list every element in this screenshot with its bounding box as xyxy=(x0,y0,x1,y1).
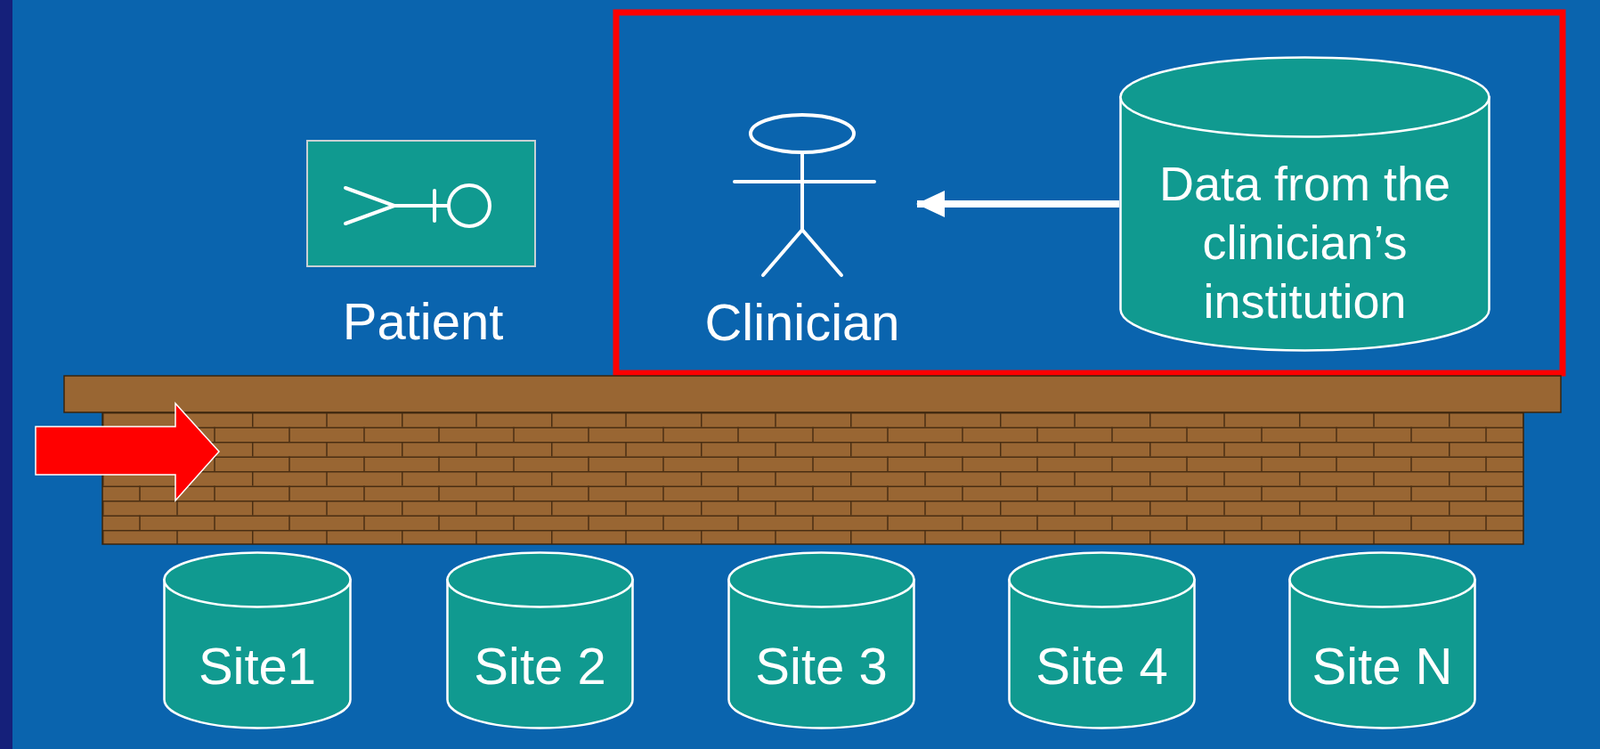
text-holder: Data from the clinician’s institution xyxy=(1131,138,1479,347)
database-cylinder: Site 2 xyxy=(446,551,634,730)
actor-label: Patient xyxy=(342,290,504,353)
text-holder: Site 2 xyxy=(458,608,622,724)
database-label: Site1 xyxy=(198,636,317,696)
pointer-arrow xyxy=(35,403,220,501)
actor-symbol xyxy=(308,141,538,269)
text-holder: Site 3 xyxy=(739,608,903,724)
data-flow-arrow xyxy=(917,200,1120,208)
stick-figure-lines xyxy=(734,114,875,276)
actor-box: Patient xyxy=(306,139,537,268)
brick-wall xyxy=(102,412,1524,545)
actor-label: Clinician xyxy=(704,291,900,354)
text-holder: Patient xyxy=(254,290,592,353)
cylinder-top xyxy=(1120,57,1490,138)
stick-figure xyxy=(687,111,918,281)
cylinder-top xyxy=(1009,552,1195,608)
database-label: Site 3 xyxy=(755,636,887,696)
database-cylinder: Site 4 xyxy=(1007,551,1196,730)
cylinder-top xyxy=(1290,552,1476,608)
database-cylinder: Site N xyxy=(1288,551,1477,730)
wall-cap xyxy=(64,375,1561,413)
cylinder-top xyxy=(729,552,915,608)
text-holder: Clinician xyxy=(633,291,971,354)
database-label: Site 2 xyxy=(473,636,606,696)
database-label: Site 4 xyxy=(1035,636,1168,696)
text-holder: Site 4 xyxy=(1020,608,1184,724)
database-cylinder: Site 3 xyxy=(727,551,916,730)
highlight-frame xyxy=(616,12,1563,374)
database-cylinder: Data from the clinician’s institution xyxy=(1119,56,1491,352)
database-label: Site N xyxy=(1312,636,1454,696)
text-holder: Site N xyxy=(1300,608,1464,724)
cylinder-top xyxy=(164,552,351,608)
actor-glyph xyxy=(345,185,490,227)
slide-edge xyxy=(0,0,13,749)
database-cylinder: Site1 xyxy=(162,551,352,730)
text-holder: Site1 xyxy=(175,608,340,724)
cylinder-top xyxy=(447,552,634,608)
database-label: Data from the clinician’s institution xyxy=(1131,154,1479,331)
actor-figure: Clinician xyxy=(687,111,918,281)
